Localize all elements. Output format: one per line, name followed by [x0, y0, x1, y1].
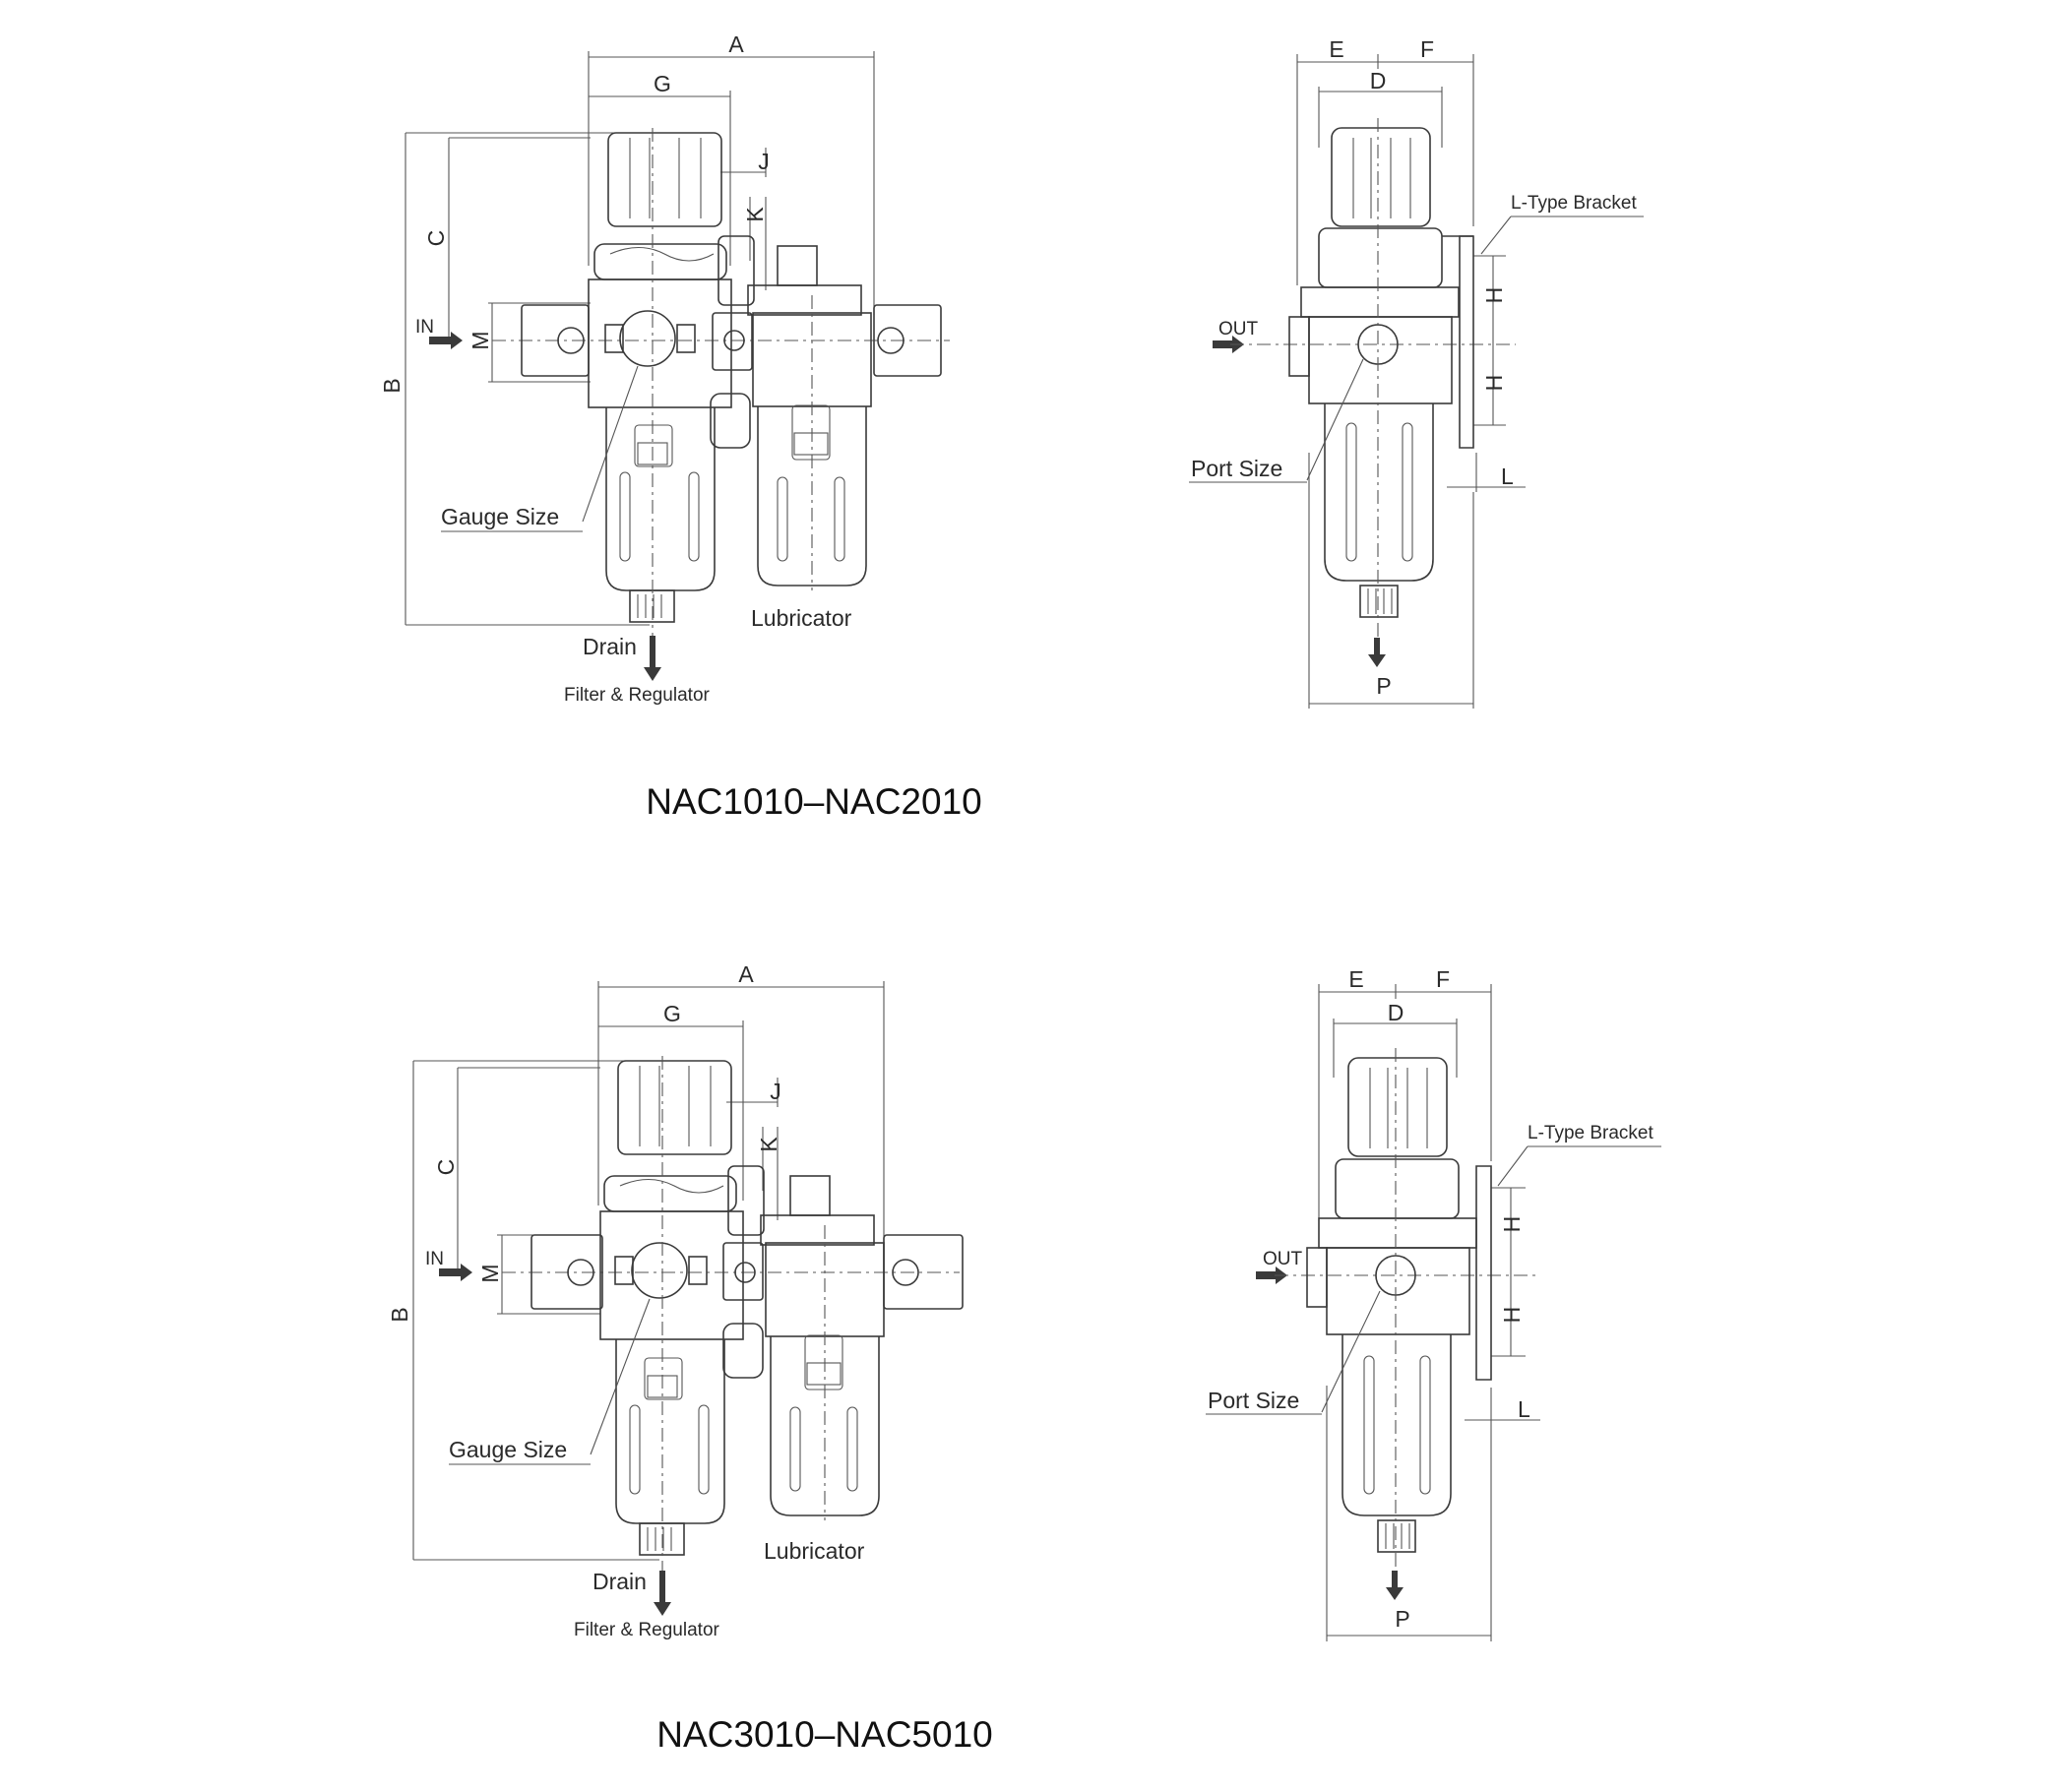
l-type-bracket-label: L-Type Bracket [1511, 193, 1637, 214]
lubricator-label: Lubricator [764, 1538, 865, 1564]
front-view: A G J K C B M IN [387, 961, 964, 1640]
lubricator-body [747, 245, 872, 590]
dimension-lines [1318, 984, 1540, 1641]
dim-c-label: C [433, 1159, 459, 1176]
out-arrow-icon [1213, 336, 1244, 353]
dim-p-label: P [1395, 1606, 1409, 1632]
drain-label: Drain [593, 1569, 647, 1594]
filter-regulator-body [599, 1056, 744, 1575]
port-size-label: Port Size [1208, 1388, 1299, 1413]
out-arrow-icon [1256, 1267, 1287, 1284]
dimension-lines [1296, 54, 1526, 709]
side-view: E F D H H L P OUT [1189, 36, 1644, 709]
gauge-size-label: Gauge Size [441, 504, 559, 529]
dim-j-label: J [770, 1079, 781, 1104]
dim-a-label: A [728, 31, 744, 57]
dim-h2-label: H [1499, 1307, 1525, 1324]
p-arrow-icon [1368, 638, 1386, 667]
port-size-label: Port Size [1191, 456, 1282, 481]
dim-h1-label: H [1481, 287, 1507, 304]
dimension-lines [405, 51, 875, 626]
in-label: IN [415, 317, 434, 338]
drain-label: Drain [583, 634, 637, 659]
dim-f-label: F [1436, 966, 1450, 992]
model-title: NAC1010–NAC2010 [646, 781, 981, 822]
dim-b-label: B [379, 378, 405, 393]
dim-m-label: M [468, 331, 493, 349]
dim-h1-label: H [1499, 1216, 1525, 1233]
dim-l-label: L [1518, 1396, 1530, 1422]
drain-arrow-icon [654, 1571, 671, 1616]
dim-a-label: A [738, 961, 754, 987]
dim-l-label: L [1501, 463, 1514, 489]
dim-f-label: F [1420, 36, 1434, 62]
dim-e-label: E [1348, 966, 1363, 992]
dimension-lines [412, 981, 885, 1561]
l-type-bracket-label: L-Type Bracket [1528, 1123, 1653, 1143]
dim-g-label: G [654, 71, 671, 96]
model-title: NAC3010–NAC5010 [656, 1714, 992, 1755]
filter-regulator-label: Filter & Regulator [574, 1620, 720, 1640]
dim-g-label: G [663, 1001, 681, 1026]
drain-arrow-icon [644, 636, 661, 681]
dim-k-label: K [742, 207, 768, 222]
dim-d-label: D [1388, 1000, 1404, 1025]
dim-p-label: P [1376, 673, 1391, 699]
dim-e-label: E [1329, 36, 1343, 62]
gauge-size-label: Gauge Size [449, 1437, 567, 1462]
dim-c-label: C [423, 230, 449, 247]
out-label: OUT [1218, 319, 1259, 340]
section-nac1010-nac2010: A G J K C B M IN [379, 31, 1644, 822]
out-label: OUT [1263, 1249, 1303, 1269]
dim-j-label: J [758, 149, 770, 174]
in-label: IN [425, 1249, 444, 1269]
section-nac3010-nac5010: A G J K C B M IN [387, 961, 1661, 1755]
dim-b-label: B [387, 1307, 412, 1322]
lubricator-label: Lubricator [751, 605, 852, 631]
in-arrow-icon [439, 1264, 472, 1281]
front-view: A G J K C B M IN [379, 31, 950, 706]
filter-regulator-label: Filter & Regulator [564, 685, 711, 706]
dim-m-label: M [477, 1264, 503, 1282]
in-arrow-icon [429, 332, 463, 349]
p-arrow-icon [1386, 1571, 1404, 1600]
dim-k-label: K [756, 1137, 781, 1152]
side-view: E F D H H L P OUT [1206, 966, 1661, 1641]
lubricator-body [760, 1175, 885, 1520]
dim-h2-label: H [1481, 375, 1507, 392]
dim-d-label: D [1370, 68, 1387, 93]
filter-regulator-body [588, 128, 732, 640]
